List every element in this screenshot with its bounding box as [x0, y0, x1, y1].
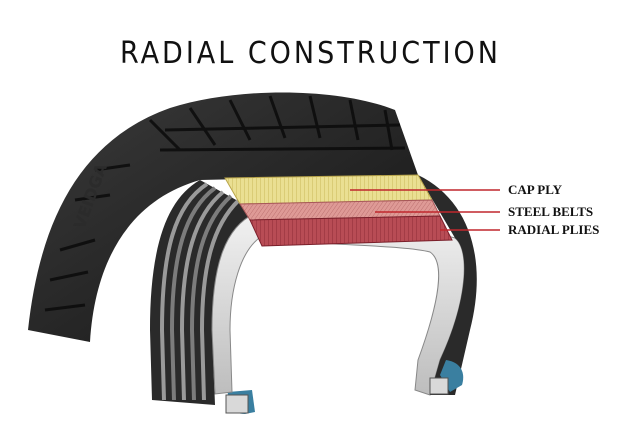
tread-pattern: [44, 95, 406, 312]
label-cap-ply: CAP PLY: [508, 182, 563, 197]
label-radial-plies: RADIAL PLIES: [508, 222, 599, 237]
diagram-title: RADIAL CONSTRUCTION: [120, 36, 501, 71]
leader-lines: [350, 189, 500, 231]
tire-tread-body: [28, 92, 418, 342]
radial-plies-layer: [249, 215, 453, 247]
label-steel-belts: STEEL BELTS: [508, 204, 593, 219]
left-sidewall-layers: [159, 182, 241, 401]
